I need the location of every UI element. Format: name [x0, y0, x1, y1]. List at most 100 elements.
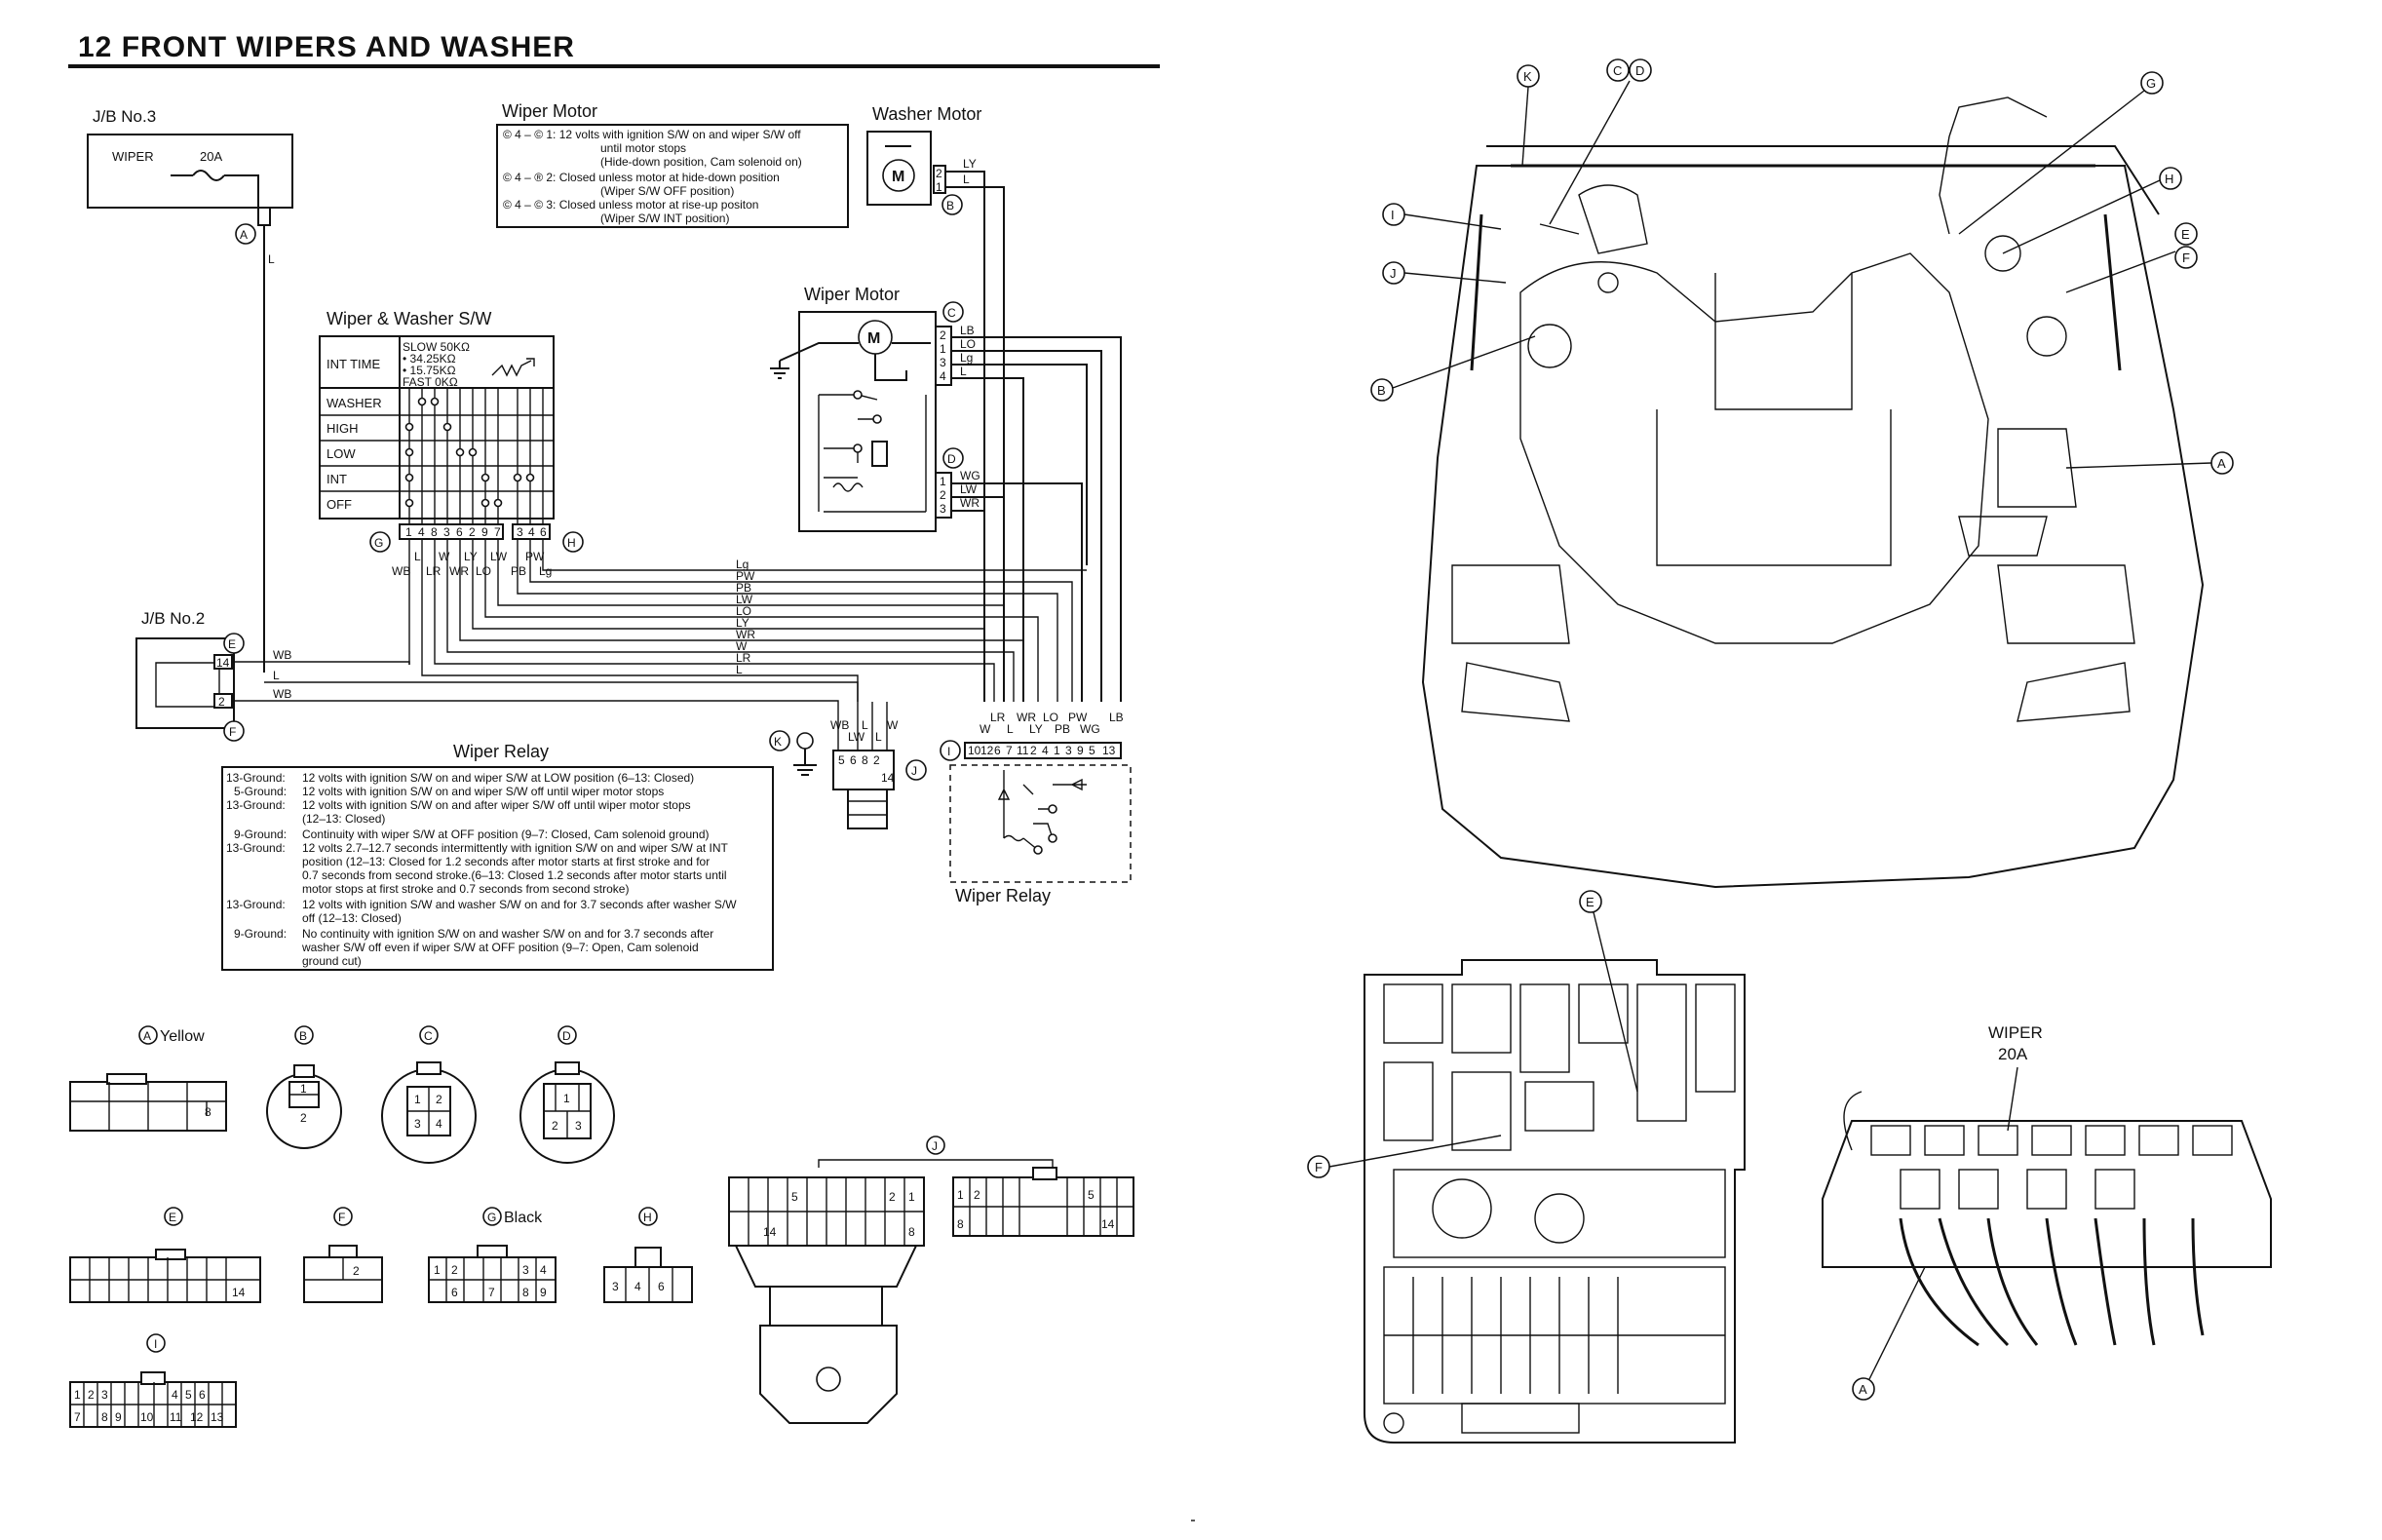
pin-h-1: 4: [528, 525, 535, 539]
connector-j-left-pin-8: 8: [908, 1225, 915, 1239]
washer-motor: Washer Motor M 2 1 LY L B: [866, 104, 1005, 702]
wire-g-1: L: [414, 550, 421, 563]
pin-h-0: 3: [517, 525, 523, 539]
connector-i-pin-13: 13: [211, 1410, 224, 1424]
relay-row-4-line-3: motor stops at first stroke and 0.7 seco…: [302, 882, 629, 896]
bus-wire-9: L: [736, 663, 743, 676]
conn-e-marker: [223, 633, 245, 654]
conn-g-marker-letter: G: [374, 536, 383, 550]
connector-g: G Black 1 2 3 4 6 7 8 9: [428, 1207, 557, 1303]
fuse-label-wiper: WIPER: [1988, 1023, 2043, 1042]
connector-i-pin-9: 9: [115, 1410, 122, 1424]
jb-drawing: [1364, 959, 1746, 1444]
relay-pin-8: 3: [1065, 744, 1072, 757]
conn-d-pin-0: 1: [940, 475, 946, 488]
wire-g-4: WR: [449, 564, 469, 578]
relay-title-schematic: Wiper Relay: [955, 886, 1051, 905]
callout-a: A: [2217, 456, 2226, 471]
connector-h-letter: H: [643, 1211, 652, 1224]
note-line-5: © 4 – © 3: Closed unless motor at rise-u…: [503, 198, 758, 212]
switch-row-high: HIGH: [327, 421, 359, 436]
ground-k: K: [769, 730, 817, 776]
connector-g-label: Black: [504, 1210, 543, 1226]
connector-h: H 3 4 6: [603, 1207, 693, 1303]
relay-pin-0: 10: [968, 744, 981, 757]
connector-i-pin-5: 5: [185, 1388, 192, 1402]
fuse-label-rating: 20A: [1998, 1045, 2028, 1063]
relay-row-0-label: 13-Ground:: [226, 771, 286, 785]
connector-b: B 1 2: [266, 1025, 342, 1149]
conn-j-marker: [905, 759, 927, 781]
wire-h-0: PB: [511, 564, 526, 578]
wiper-motor-note-title: Wiper Motor: [502, 101, 597, 121]
pin-g-3: 3: [443, 525, 450, 539]
washer-wire-l: L: [963, 173, 970, 186]
connector-j-right-pin-14: 14: [1101, 1217, 1115, 1231]
conn-d-wire-0: WG: [960, 469, 980, 482]
relay-row-2-label: 13-Ground:: [226, 798, 286, 812]
wire-g-7: LW: [490, 550, 508, 563]
conn-c-wire-1: LO: [960, 337, 976, 351]
relay-row-3-label: 9-Ground:: [234, 828, 287, 841]
connector-d-pin-2: 2: [552, 1119, 558, 1133]
connector-b-pin-2: 2: [300, 1111, 307, 1125]
pin-g-5: 2: [469, 525, 476, 539]
washer-motor-title: Washer Motor: [872, 104, 981, 124]
engine-callouts: K C D G H I J B E F A: [1370, 58, 2234, 475]
relay-pin-1: 12: [980, 744, 994, 757]
pin-g-4: 6: [456, 525, 463, 539]
connector-c-pin-4: 4: [436, 1117, 442, 1131]
conn-d-pin-2: 3: [940, 502, 946, 516]
connector-f-letter: F: [338, 1211, 345, 1224]
jb-callout-e: E: [1586, 895, 1594, 909]
connector-g-pin-6: 6: [451, 1286, 458, 1299]
connector-i-pin-8: 8: [101, 1410, 108, 1424]
wiper-washer-switch: Wiper & Washer S/W INT TIME SLOW 50KΩ • …: [319, 309, 584, 578]
conn-d-wire-2: WR: [960, 496, 980, 510]
washer-wire-ly: LY: [963, 157, 977, 171]
wire-h-1: PW: [525, 550, 545, 563]
connector-i-pin-3: 3: [101, 1388, 108, 1402]
wire-g-0: WB: [392, 564, 410, 578]
relay-row-4-line-1: position (12–13: Closed for 1.2 seconds …: [302, 855, 710, 868]
connector-b-letter: B: [299, 1029, 307, 1043]
washer-motor-symbol: M: [892, 169, 904, 185]
switch-row-int: INT: [327, 472, 347, 486]
callout-k: K: [1523, 69, 1532, 84]
note-line-4: (Wiper S/W OFF position): [600, 184, 734, 198]
fuse-callout-a: A: [1859, 1382, 1867, 1397]
jb2-block: J/B No.2 14 2 E F WB L WB: [135, 609, 859, 742]
connector-i-letter: I: [154, 1337, 157, 1351]
conn-h-marker: [562, 531, 584, 553]
connector-j-right-pin-5: 5: [1088, 1188, 1095, 1202]
wiper-motor-title: Wiper Motor: [804, 285, 900, 304]
connector-i-pin-1: 1: [74, 1388, 81, 1402]
jb2-title: J/B No.2: [141, 609, 205, 628]
relay-row-4-line-0: 12 volts 2.7–12.7 seconds intermittently…: [302, 841, 729, 855]
connector-f-pin: 2: [353, 1264, 360, 1278]
conn-d-pin-1: 2: [940, 488, 946, 502]
connector-f: F 2: [303, 1207, 383, 1303]
j-pin-1: 6: [850, 753, 857, 767]
connector-c-pin-1: 1: [414, 1093, 421, 1106]
relay-row-1-line-0: 12 volts with ignition S/W on and wiper …: [302, 785, 664, 798]
callout-g: G: [2146, 76, 2156, 91]
bus-wire-8: LR: [736, 651, 751, 665]
relay-wire-1: LR: [990, 711, 1006, 724]
jb2-wire-0: WB: [273, 648, 291, 662]
relay-wire-3: WR: [1017, 711, 1036, 724]
switch-row-washer: WASHER: [327, 396, 382, 410]
conn-i-marker-letter: I: [947, 745, 950, 758]
relay-row-4-line-2: 0.7 seconds from second stroke.(6–13: Cl…: [302, 868, 727, 882]
wiper-relay: I 10 12 6 7 11 2 4 1 3 9 5 13 W LR L WR …: [940, 711, 1132, 905]
connector-e-pin: 14: [232, 1286, 246, 1299]
relay-wire-4: LY: [1029, 722, 1043, 736]
j-wire-1: LW: [848, 730, 865, 744]
bus-wire-5: LY: [736, 616, 749, 630]
jb3-block: J/B No.3 WIPER 20A A L: [87, 107, 293, 673]
relay-row-5-line-1: off (12–13: Closed): [302, 911, 402, 925]
relay-row-5-label: 13-Ground:: [226, 898, 286, 911]
relay-row-4-label: 13-Ground:: [226, 841, 286, 855]
callout-b: B: [1377, 383, 1386, 398]
int-time-0: SLOW 50KΩ: [403, 340, 470, 354]
